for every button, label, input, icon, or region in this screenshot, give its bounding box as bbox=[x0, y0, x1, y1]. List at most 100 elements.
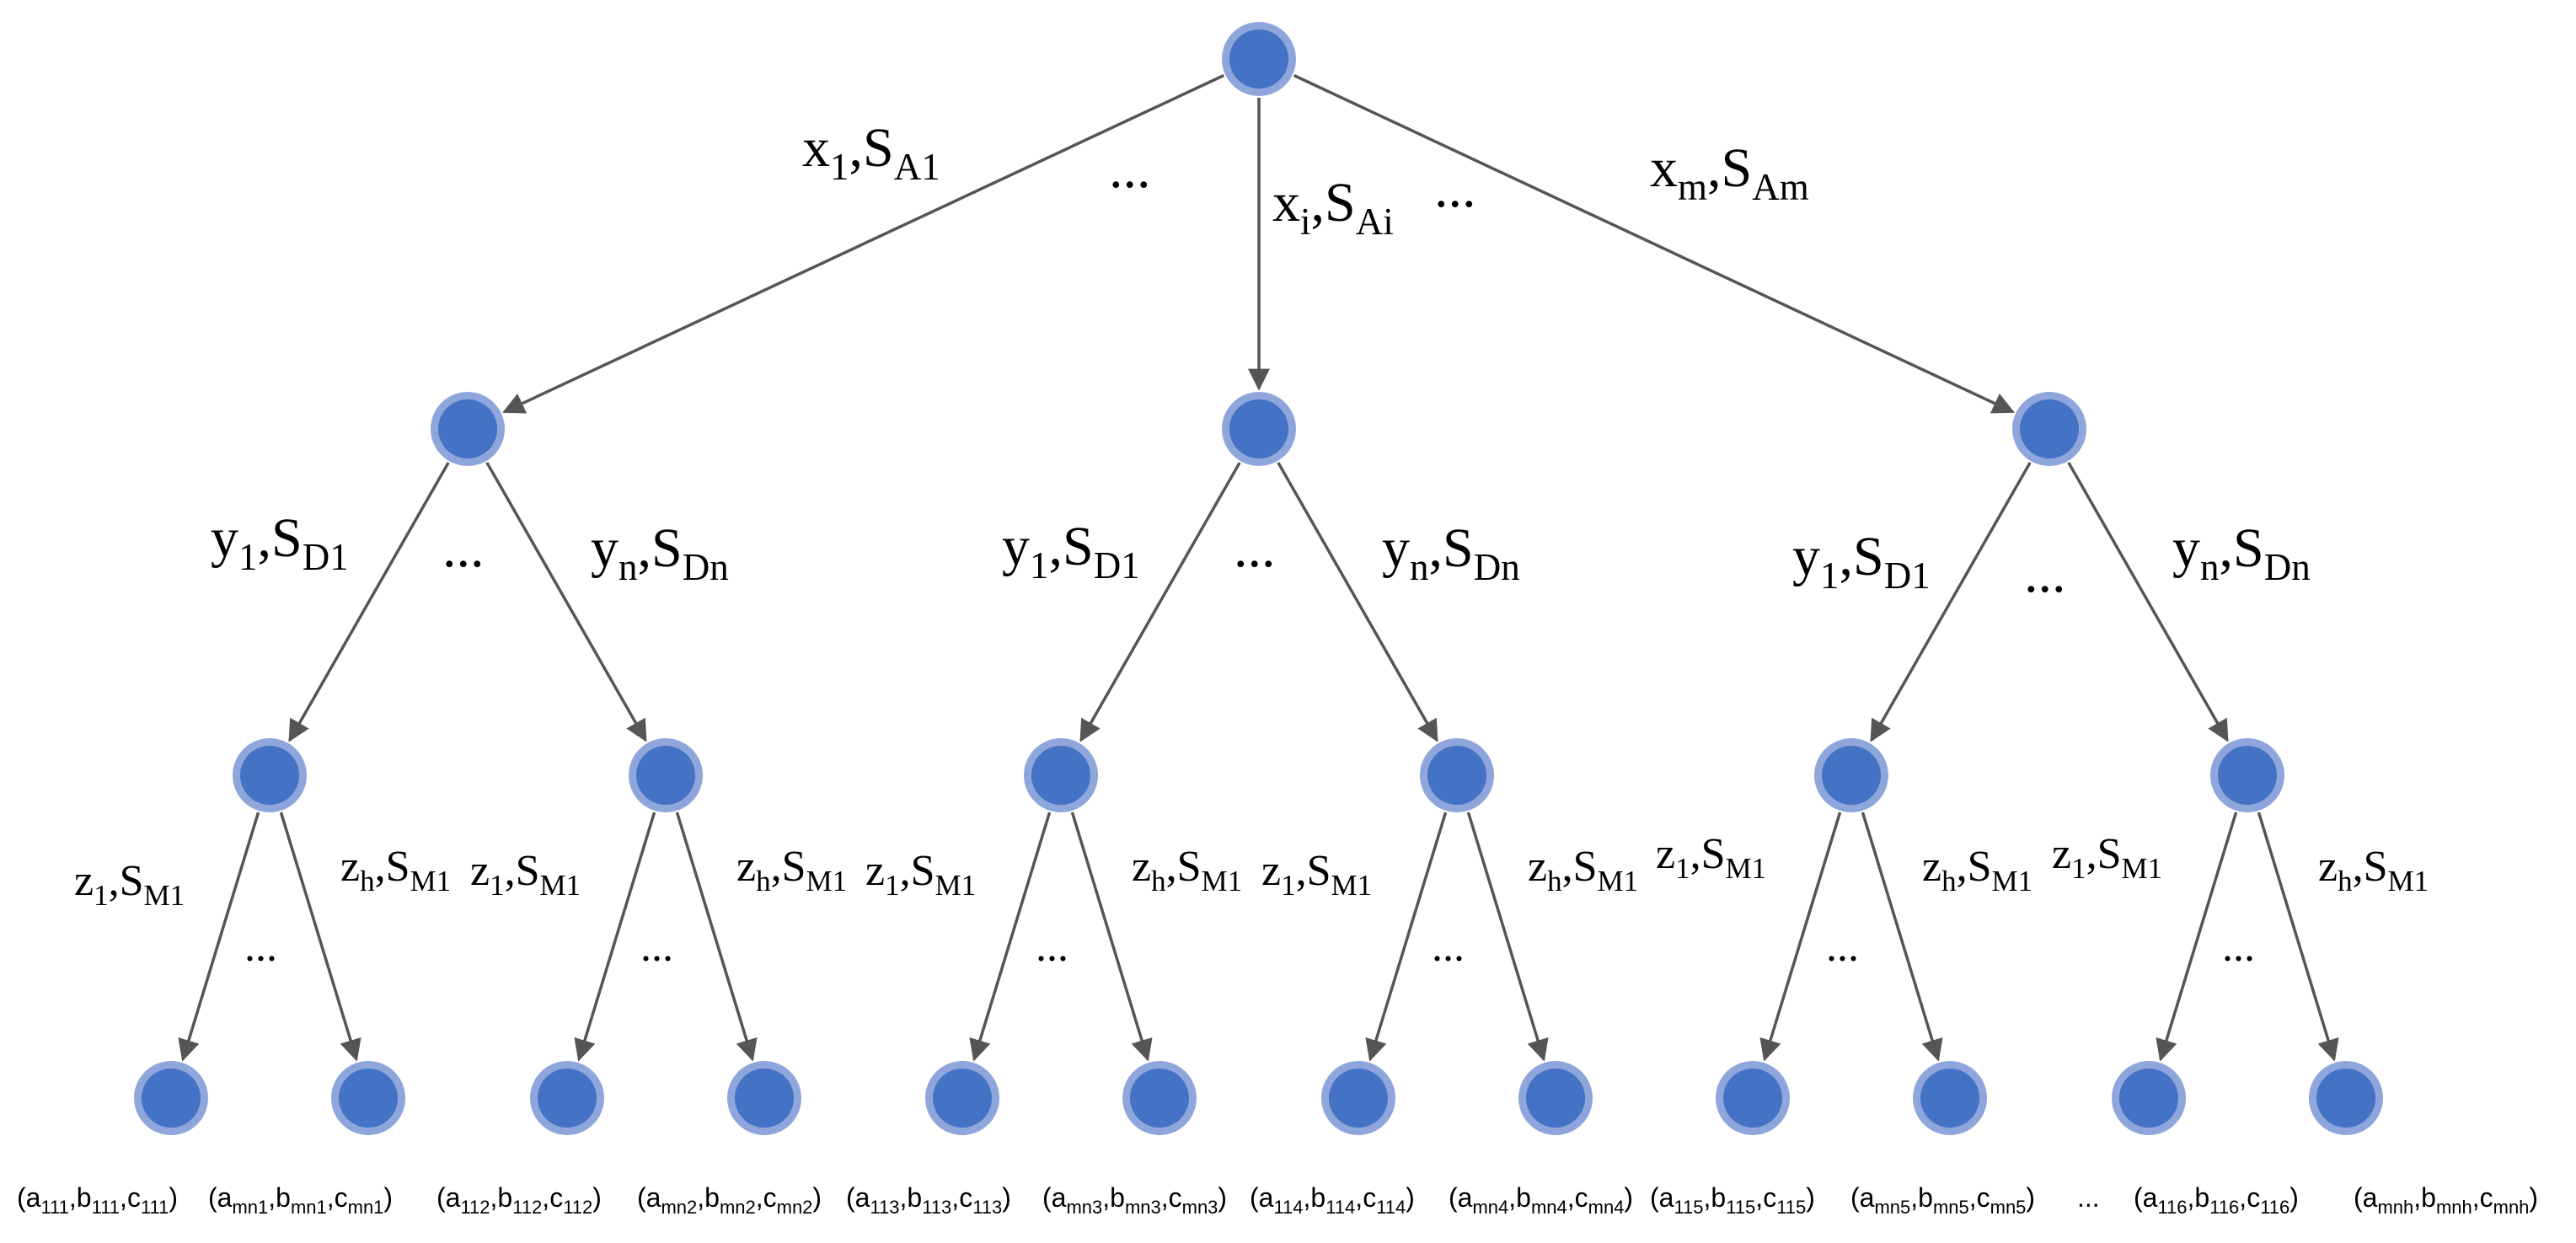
leaf-label-2: (amn1,bmn1,cmn1) bbox=[208, 1182, 393, 1218]
edge-level1-to-level2-1 bbox=[288, 462, 450, 742]
edge-level2-to-leaf-8 bbox=[1466, 812, 1549, 1062]
edge-level2-to-leaf-12 bbox=[2257, 812, 2339, 1062]
edge-level2-to-leaf-2 bbox=[279, 812, 361, 1062]
level1-ellipsis-right: ... bbox=[1434, 158, 1476, 219]
level3-edge-label-right-4: zh,SM1 bbox=[1528, 843, 1638, 897]
leaf-node-2-core bbox=[339, 1069, 398, 1128]
level3-edge-label-left-3: z1,SM1 bbox=[865, 847, 976, 902]
level2-node-6 bbox=[2210, 738, 2284, 812]
level3-edge-label-left-6: z1,SM1 bbox=[2052, 830, 2162, 885]
edge-level1-to-level2-6 bbox=[2067, 462, 2229, 742]
leaf-ellipsis: ... bbox=[2077, 1182, 2100, 1213]
level3-edge-label-right-6: zh,SM1 bbox=[2318, 843, 2429, 897]
leaf-node-10 bbox=[1913, 1061, 1987, 1135]
root-node bbox=[1222, 22, 1296, 96]
leaf-node-2 bbox=[331, 1061, 405, 1135]
leaf-label-8: (amn4,bmn4,cmn4) bbox=[1449, 1182, 1633, 1218]
leaf-labels-layer: (a111,b111,c111) (amn1,bmn1,cmn1) (a112,b1… bbox=[17, 1182, 2538, 1218]
level2-node-1 bbox=[233, 738, 307, 812]
edge-level2-to-leaf-1 bbox=[178, 812, 260, 1062]
leaf-node-7 bbox=[1321, 1061, 1395, 1135]
level2-edge-label-left-3: y1,SD1 bbox=[1792, 526, 1931, 597]
leaf-label-7: (a114,b114,c114) bbox=[1250, 1182, 1415, 1218]
leaf-node-7-core bbox=[1329, 1069, 1388, 1128]
level1-ellipsis-left: ... bbox=[1109, 138, 1151, 200]
root-node-core bbox=[1229, 29, 1288, 88]
level3-ellipsis-6: ... bbox=[2222, 923, 2255, 971]
edge-level1-to-level2-3 bbox=[1079, 462, 1241, 742]
edge-root-to-level1-3 bbox=[1293, 73, 2015, 414]
edge-level2-to-leaf-11 bbox=[2156, 812, 2238, 1062]
leaf-label-6: (amn3,bmn3,cmn3) bbox=[1042, 1182, 1227, 1218]
level3-edge-label-right-1: zh,SM1 bbox=[340, 843, 451, 897]
level1-node-3 bbox=[2012, 392, 2086, 466]
leaf-label-5: (a113,b113,c113) bbox=[846, 1182, 1011, 1218]
level2-edge-label-right-2: yn,SDn bbox=[1382, 517, 1520, 588]
level3-ellipsis-4: ... bbox=[1432, 923, 1465, 971]
leaf-label-11: (a116,b116,c116) bbox=[2134, 1182, 2299, 1218]
edge-level2-to-leaf-3 bbox=[574, 812, 656, 1062]
leaf-node-5 bbox=[925, 1061, 999, 1135]
level2-edge-label-right-3: yn,SDn bbox=[2172, 517, 2311, 588]
edge-level2-to-leaf-4 bbox=[675, 812, 758, 1062]
level3-edge-label-right-3: zh,SM1 bbox=[1132, 843, 1242, 897]
level2-node-5-core bbox=[1822, 746, 1881, 805]
level3-ellipsis-5: ... bbox=[1826, 923, 1859, 971]
edge-root-to-level1-1 bbox=[502, 73, 1225, 414]
leaf-node-10-core bbox=[1920, 1069, 1979, 1128]
leaf-node-9-core bbox=[1723, 1069, 1782, 1128]
level3-edge-label-left-5: z1,SM1 bbox=[1656, 830, 1766, 885]
level3-ellipsis-3: ... bbox=[1036, 923, 1068, 971]
leaf-label-3: (a112,b112,c112) bbox=[436, 1182, 602, 1218]
leaf-node-6-core bbox=[1130, 1069, 1189, 1128]
level2-node-4-core bbox=[1427, 746, 1486, 805]
leaf-label-9: (a115,b115,c115) bbox=[1650, 1182, 1815, 1218]
leaf-label-4: (amn2,bmn2,cmn2) bbox=[637, 1182, 822, 1218]
level3-ellipsis-2: ... bbox=[640, 923, 673, 971]
level1-node-1-core bbox=[438, 399, 497, 458]
leaf-node-8 bbox=[1518, 1061, 1593, 1135]
edge-level1-to-level2-4 bbox=[1277, 462, 1438, 742]
level2-node-4 bbox=[1420, 738, 1494, 812]
level2-ellipsis-1: ... bbox=[442, 517, 485, 579]
level2-node-2 bbox=[629, 738, 703, 812]
level1-edge-label-right: xm,SAm bbox=[1650, 137, 1809, 208]
level2-node-2-core bbox=[636, 746, 695, 805]
leaf-node-8-core bbox=[1526, 1069, 1585, 1128]
level2-ellipsis-2: ... bbox=[1234, 517, 1276, 579]
level2-ellipsis-3: ... bbox=[2024, 543, 2066, 604]
leaf-node-6 bbox=[1122, 1061, 1197, 1135]
nodes-layer bbox=[134, 22, 2383, 1135]
level3-edge-label-right-2: zh,SM1 bbox=[736, 843, 847, 897]
leaf-node-3 bbox=[530, 1061, 604, 1135]
leaf-node-12 bbox=[2309, 1061, 2383, 1135]
leaf-node-4 bbox=[727, 1061, 801, 1135]
level1-node-2 bbox=[1222, 392, 1296, 466]
level1-edge-label-mid: xi,SAi bbox=[1272, 172, 1394, 243]
edge-level2-to-leaf-10 bbox=[1861, 812, 1943, 1062]
edges-layer bbox=[178, 73, 2339, 1062]
edge-level2-to-leaf-6 bbox=[1070, 812, 1153, 1062]
level2-node-6-core bbox=[2218, 746, 2277, 805]
edge-level2-to-leaf-5 bbox=[969, 812, 1052, 1062]
edge-level1-to-level2-5 bbox=[1870, 462, 2032, 742]
level2-edge-label-left-1: y1,SD1 bbox=[211, 507, 349, 578]
level2-node-3-core bbox=[1031, 746, 1090, 805]
level3-ellipsis-1: ... bbox=[244, 923, 277, 971]
leaf-node-4-core bbox=[735, 1069, 794, 1128]
leaf-node-1 bbox=[134, 1061, 208, 1135]
level1-edge-label-left: x1,SA1 bbox=[802, 117, 940, 188]
edge-level2-to-leaf-9 bbox=[1759, 812, 1842, 1062]
level2-node-5 bbox=[1814, 738, 1888, 812]
leaf-node-1-core bbox=[142, 1069, 201, 1128]
level2-node-1-core bbox=[240, 746, 299, 805]
leaf-label-1: (a111,b111,c111) bbox=[17, 1182, 178, 1218]
leaf-node-9 bbox=[1716, 1061, 1790, 1135]
level2-edge-label-left-2: y1,SD1 bbox=[1002, 516, 1140, 587]
level1-node-2-core bbox=[1229, 399, 1288, 458]
level2-node-3 bbox=[1024, 738, 1098, 812]
leaf-node-11-core bbox=[2119, 1069, 2178, 1128]
level3-edge-label-left-1: z1,SM1 bbox=[74, 857, 185, 912]
edge-level1-to-level2-2 bbox=[485, 462, 647, 742]
